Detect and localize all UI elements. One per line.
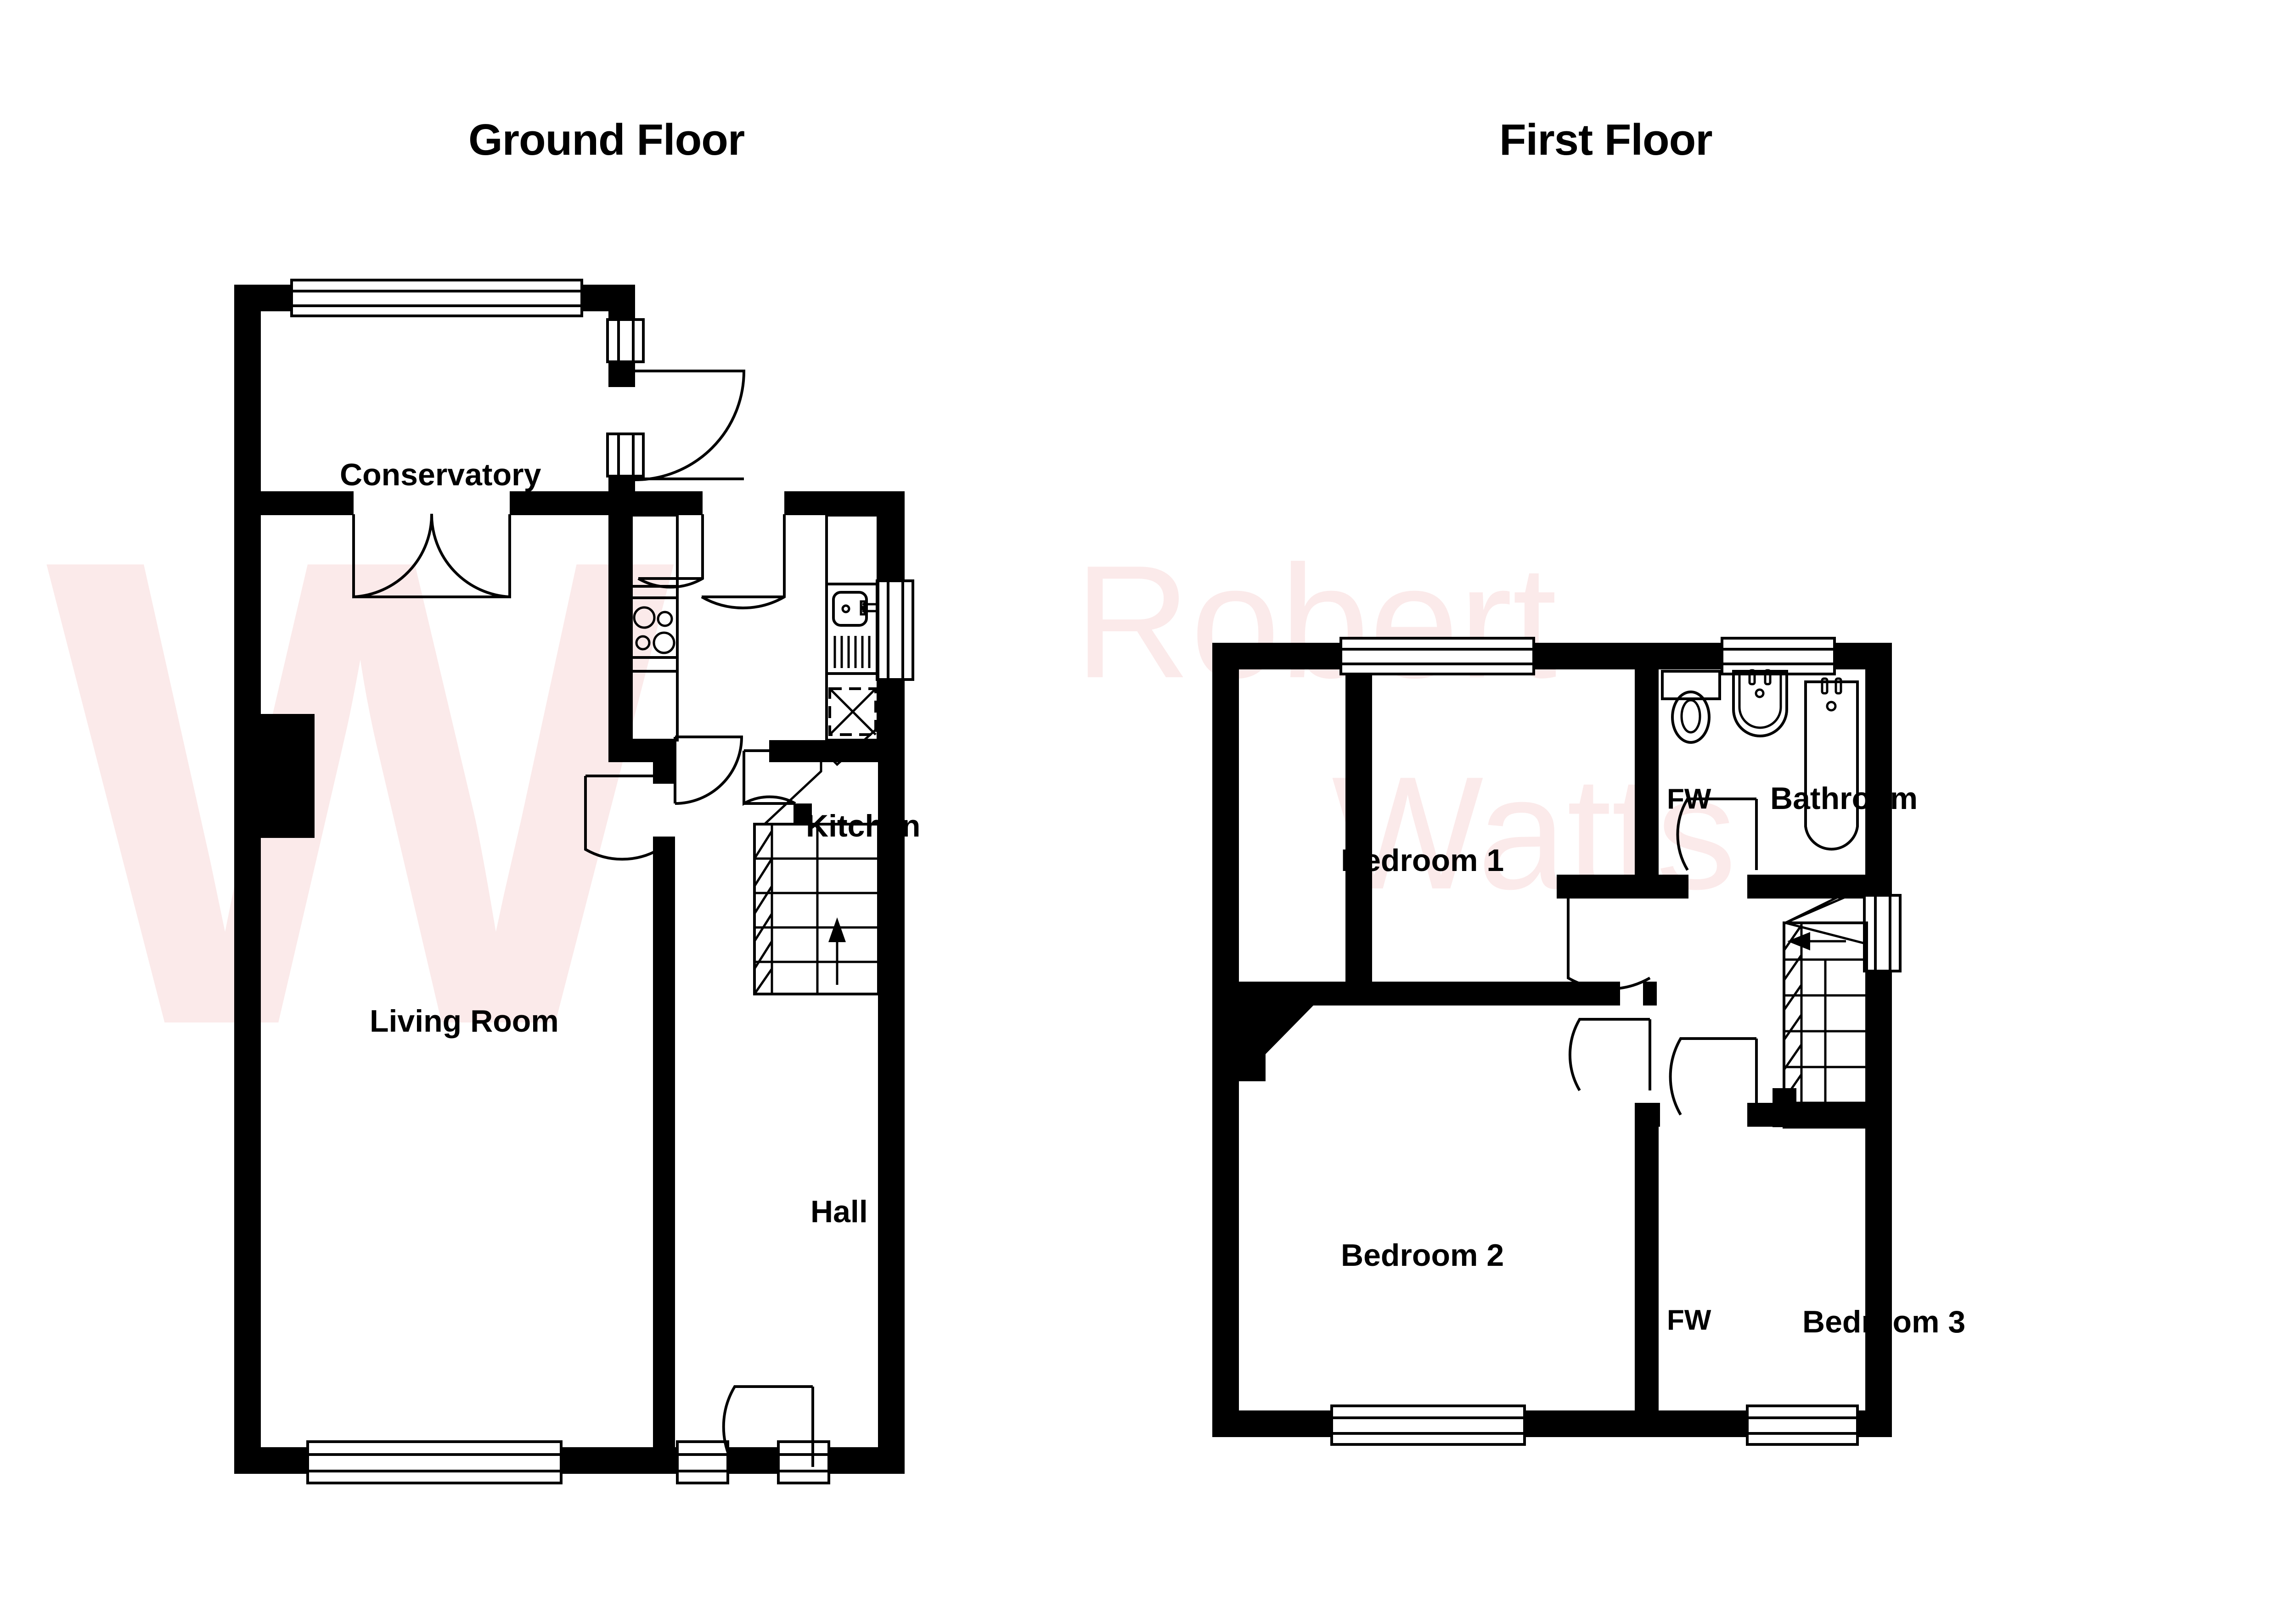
door-front-entrance (722, 1385, 814, 1468)
window-bathroom-top (1721, 637, 1836, 675)
ground-floor-title: Ground Floor (468, 115, 745, 164)
window-conservatory-right-upper (606, 318, 645, 363)
door-kitchen-upper-left (637, 514, 704, 589)
room-label-bedroom1: Bedroom 1 (1341, 843, 1504, 878)
bath-icon (1804, 677, 1859, 851)
kitchen-appliance-icon (828, 687, 877, 736)
room-label-conservatory: Conservatory (340, 457, 541, 492)
door-conservatory-external (635, 370, 746, 481)
window-conservatory-right-lower (606, 433, 645, 477)
room-label-fw-upper: FW (1667, 783, 1711, 815)
room-label-kitchen: Kitchen (806, 809, 921, 843)
door-bathroom (1676, 798, 1758, 871)
room-label-bedroom3: Bedroom 3 (1802, 1304, 1966, 1339)
first-floor-plan (1212, 637, 1902, 1446)
door-kitchen-lower (674, 736, 743, 805)
door-hall-to-living (584, 775, 660, 861)
window-bedroom3-bottom (1746, 1404, 1859, 1446)
kitchen-counter-left (630, 514, 679, 742)
window-living-room-bay (306, 1440, 563, 1484)
room-label-living-room: Living Room (370, 1004, 559, 1039)
kitchen-sink-icon (832, 591, 876, 627)
window-bedroom2-bottom (1330, 1404, 1526, 1446)
ground-floor-plan (234, 279, 914, 1484)
window-conservatory-top (290, 279, 583, 317)
first-floor-title: First Floor (1499, 115, 1713, 164)
window-hall-bottom-left (676, 1440, 729, 1484)
room-label-bathroom: Bathroom (1770, 781, 1918, 816)
basin-icon (1732, 669, 1788, 737)
door-bedroom2 (1568, 1018, 1651, 1091)
door-bedroom3 (1669, 1037, 1758, 1116)
kitchen-counter-right (825, 514, 879, 742)
room-label-fw-lower: FW (1667, 1304, 1711, 1336)
staircase-down-icon (1783, 887, 1868, 1129)
window-landing-right (1863, 894, 1902, 972)
door-bedroom1 (1567, 895, 1651, 990)
room-label-bedroom2: Bedroom 2 (1341, 1238, 1504, 1273)
window-hall-bottom-right (777, 1440, 830, 1484)
kitchen-drainer-icon (833, 636, 871, 668)
door-kitchen-upper-right (701, 514, 786, 610)
window-kitchen-right (876, 579, 914, 681)
kitchen-hob-icon (630, 596, 679, 673)
window-bedroom1-top (1339, 637, 1535, 675)
door-living-to-conservatory (352, 513, 511, 599)
staircase-up-icon (753, 727, 880, 995)
room-label-hall: Hall (810, 1194, 868, 1229)
wc-icon (1661, 670, 1721, 744)
